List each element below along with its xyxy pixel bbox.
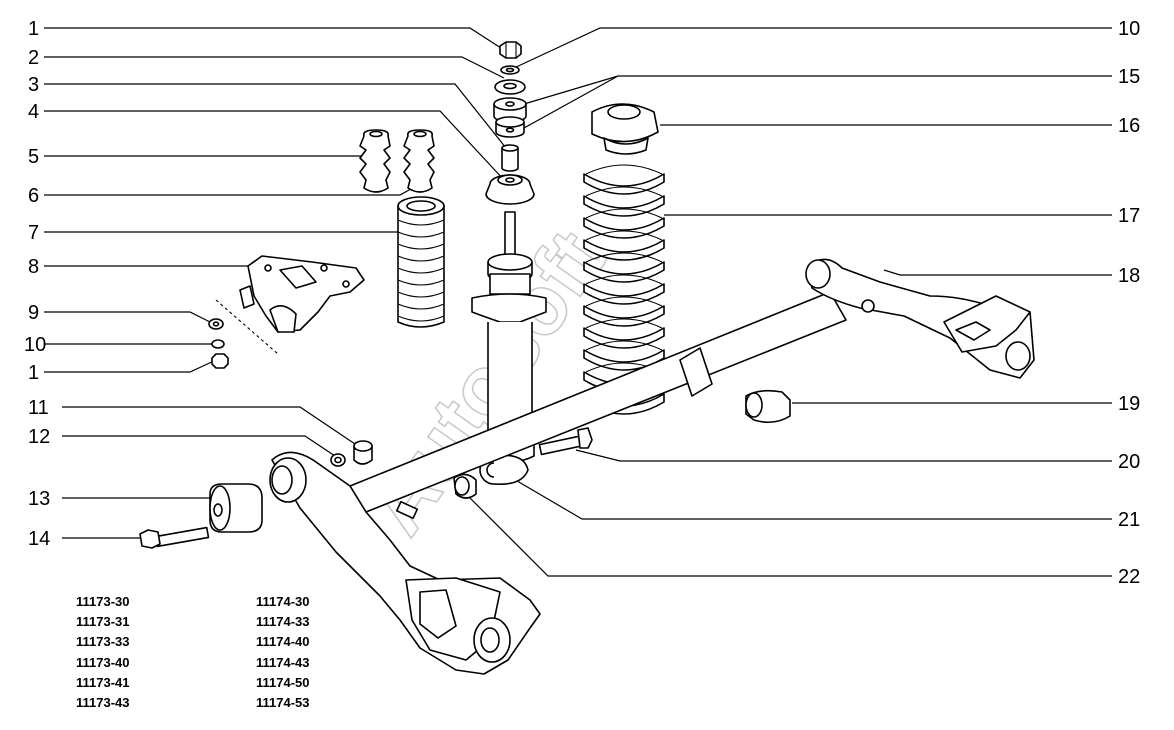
callout-4: 4 xyxy=(28,101,39,123)
callouts-left: 1 2 3 4 5 6 7 8 9 10 1 11 12 13 14 xyxy=(24,18,50,550)
callout-15: 15 xyxy=(1118,66,1140,88)
callout-6: 6 xyxy=(28,185,39,207)
bracket xyxy=(215,255,365,355)
callout-21: 21 xyxy=(1118,509,1140,531)
callout-22: 22 xyxy=(1118,566,1140,588)
coil-spring xyxy=(583,164,665,415)
model-code: 11173-30 xyxy=(76,594,130,609)
shock-top-hardware xyxy=(485,41,535,205)
model-code: 11174-30 xyxy=(256,594,310,609)
callout-10-left: 10 xyxy=(24,334,46,356)
model-code: 11173-31 xyxy=(76,614,130,630)
callouts-right: 10 15 16 17 18 19 20 21 22 xyxy=(1118,18,1140,588)
washer-10 xyxy=(211,339,225,349)
model-list-11174: 11174-30 11174-33 11174-40 11174-43 1117… xyxy=(256,592,310,713)
model-code: 11174-53 xyxy=(256,695,310,711)
callout-2: 2 xyxy=(28,47,39,69)
model-code: 11173-43 xyxy=(76,695,130,711)
callout-3: 3 xyxy=(28,74,39,96)
model-code: 11174-43 xyxy=(256,654,310,670)
callout-14: 14 xyxy=(28,528,50,550)
callout-8: 8 xyxy=(28,256,39,278)
callout-9: 9 xyxy=(28,302,39,324)
rear-axle-beam xyxy=(269,258,1035,675)
callout-18: 18 xyxy=(1118,265,1140,287)
bump-stop-right xyxy=(403,129,435,193)
model-code: 11173-41 xyxy=(76,674,130,690)
callout-1-top: 1 xyxy=(28,18,39,40)
model-code: 11173-40 xyxy=(76,654,130,670)
nut-top xyxy=(499,41,522,59)
spring-seat xyxy=(591,103,659,155)
bolt-14 xyxy=(154,526,210,548)
bracket-fasteners xyxy=(208,318,229,369)
model-code: 11174-50 xyxy=(256,674,310,690)
callout-7: 7 xyxy=(28,222,39,244)
callout-17: 17 xyxy=(1118,205,1140,227)
model-code: 11174-33 xyxy=(256,614,310,630)
callout-5: 5 xyxy=(28,146,39,168)
leader-lines xyxy=(44,27,1112,577)
callout-10-right: 10 xyxy=(1118,18,1140,40)
callout-20: 20 xyxy=(1118,451,1140,473)
axle-fasteners xyxy=(139,389,791,549)
nut-1 xyxy=(211,353,229,369)
dust-boot xyxy=(397,196,445,328)
shock-seat xyxy=(485,174,535,205)
bump-stop-left xyxy=(359,129,391,193)
callout-19: 19 xyxy=(1118,393,1140,415)
model-code: 11174-40 xyxy=(256,634,310,650)
callout-1-bottom: 1 xyxy=(28,362,39,384)
model-code: 11173-33 xyxy=(76,634,130,650)
callout-12: 12 xyxy=(28,426,50,448)
bump-stops xyxy=(359,129,435,193)
callout-13: 13 xyxy=(28,488,50,510)
spacer xyxy=(501,148,519,172)
callout-16: 16 xyxy=(1118,115,1140,137)
callout-11: 11 xyxy=(28,397,49,419)
model-list-11173: 11173-30 11173-31 11173-33 11173-40 1117… xyxy=(76,592,130,713)
